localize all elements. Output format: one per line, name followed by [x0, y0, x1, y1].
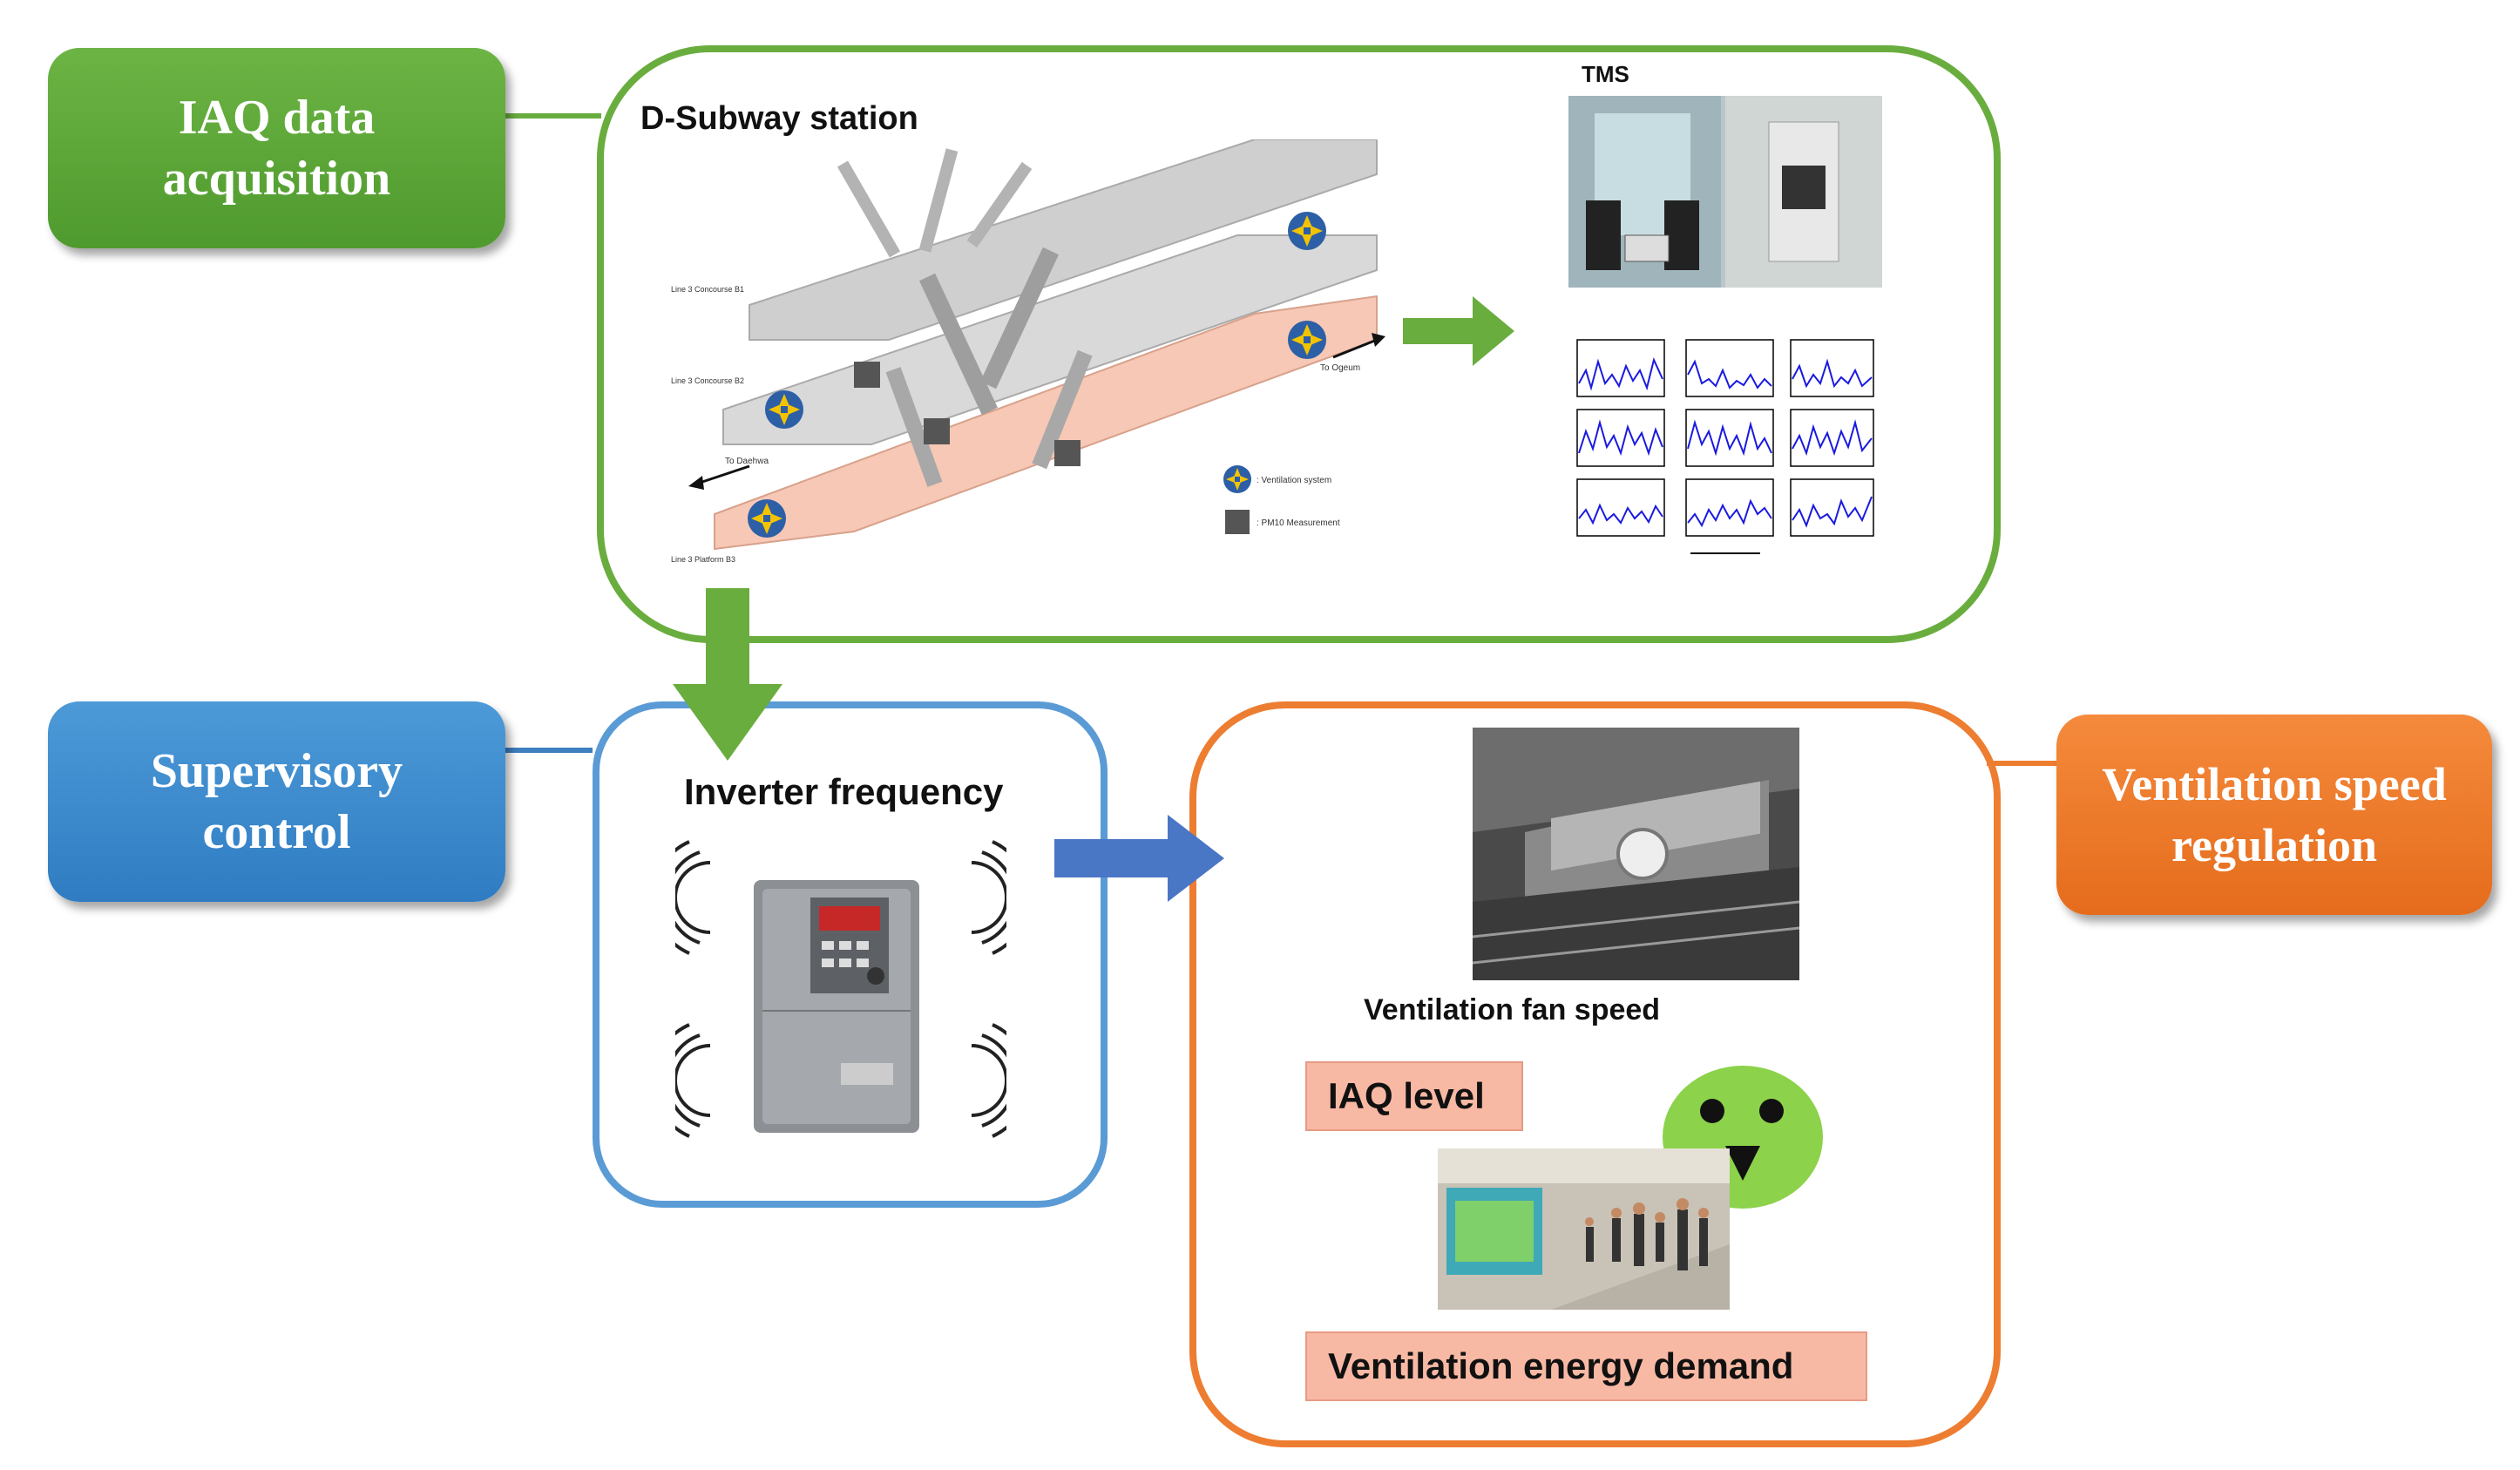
connector-supervisory: [505, 748, 593, 753]
legend-measurement: : PM10 Measurement: [1225, 510, 1340, 534]
arrow-down-icon: [673, 588, 782, 761]
station-diagram: Line 3 Concourse B1 Line 3 Concourse B2 …: [671, 139, 1385, 564]
arrow-to-tms-icon: [1403, 296, 1514, 366]
stage-supervisory-control: Supervisory control: [48, 701, 505, 902]
connector-regulation: [1987, 761, 2056, 766]
supervisory-frame: [593, 701, 1108, 1208]
iaq-level-label: IAQ level: [1328, 1075, 1485, 1116]
pm-sensor-icon-2: [924, 418, 950, 444]
tunnel-fan-photo: [1473, 728, 1799, 980]
fan-icon-1: [765, 390, 803, 429]
pm-sensor-icon-1: [854, 362, 880, 388]
pm-sensor-icon-3: [1054, 440, 1080, 466]
platform-crowd-photo: [1438, 1148, 1730, 1310]
stage-iaq-data-acquisition: IAQ data acquisition: [48, 48, 505, 248]
fan-icon-2: [748, 499, 786, 538]
legend-ventilation-label: : Ventilation system: [1257, 476, 1331, 485]
stage-supervisory-line2: control: [202, 805, 351, 859]
fan-speed-label: Ventilation fan speed: [1364, 993, 1661, 1026]
concourse-b1-slab: [749, 139, 1378, 341]
floor-label-b2: Line 3 Concourse B2: [671, 376, 744, 385]
direction-arrow-left: [696, 464, 750, 485]
regulation-frame: [1189, 701, 2001, 1447]
direction-left-label: To Daehwa: [725, 457, 769, 466]
signal-waves-icon: [675, 840, 1006, 1138]
stage-acquisition-line2: acquisition: [162, 152, 391, 206]
arrow-right-icon: [1054, 815, 1224, 902]
floor-label-b3: Line 3 Platform B3: [671, 555, 735, 564]
tms-title: TMS: [1582, 61, 1629, 87]
legend-ventilation: : Ventilation system: [1223, 465, 1331, 493]
tms-photo: [1568, 96, 1882, 288]
energy-demand-tag: Ventilation energy demand: [1305, 1331, 1867, 1401]
energy-demand-label: Ventilation energy demand: [1328, 1345, 1794, 1386]
inverter-title: Inverter frequency: [684, 771, 1004, 812]
concourse-b2-slab: [722, 234, 1378, 445]
tms-timeseries-plots: [1576, 339, 1874, 554]
connector-acquisition: [505, 113, 601, 119]
direction-right-label: To Ogeum: [1320, 363, 1360, 373]
stage-acquisition-line1: IAQ data: [178, 91, 376, 145]
legend-measurement-label: : PM10 Measurement: [1257, 518, 1340, 528]
fan-icon-3: [1288, 212, 1326, 250]
stage-ventilation-speed-regulation: Ventilation speed regulation: [2056, 715, 2492, 915]
stage-regulation-line1: Ventilation speed: [2102, 758, 2447, 810]
direction-arrow-right: [1332, 338, 1378, 359]
stage-supervisory-line1: Supervisory: [150, 744, 403, 798]
station-title: D-Subway station: [640, 100, 918, 137]
floor-label-b1: Line 3 Concourse B1: [671, 285, 744, 294]
iaq-level-tag: IAQ level: [1305, 1061, 1523, 1131]
inverter-device: [675, 840, 1006, 1138]
stage-regulation-line2: regulation: [2171, 819, 2377, 871]
acquisition-frame: [597, 45, 2001, 643]
fan-icon-4: [1288, 321, 1326, 359]
